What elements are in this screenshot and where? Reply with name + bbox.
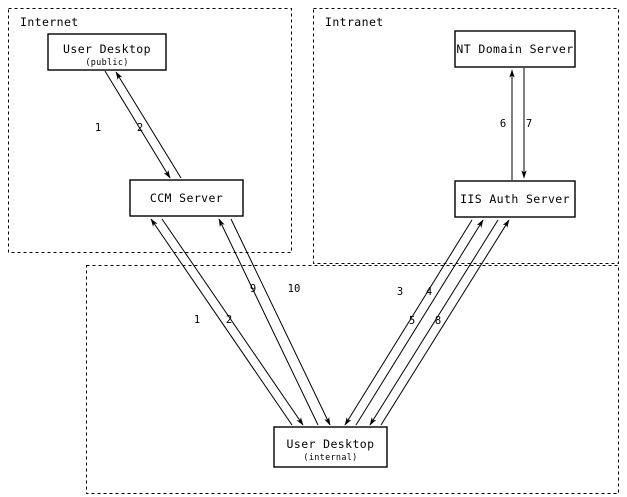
node-user-desktop-public-sublabel: (public) — [85, 58, 128, 68]
node-iis-auth-server-label: IIS Auth Server — [460, 192, 570, 206]
edge-label-9: 9 — [250, 283, 256, 295]
edge-10-ccm-to-internal — [230, 218, 331, 426]
node-user-desktop-public-label: User Desktop — [63, 42, 151, 56]
node-user-desktop-internal-box[interactable] — [273, 426, 388, 468]
node-user-desktop-internal-sublabel: (internal) — [303, 453, 357, 463]
edge-8-iis-to-internal — [380, 219, 510, 426]
zone-internet-boundary — [8, 8, 292, 253]
node-nt-domain-server-box[interactable] — [454, 30, 576, 68]
edge-1-public-to-ccm — [104, 70, 171, 179]
node-user-desktop-public[interactable]: User Desktop (public) — [47, 33, 167, 71]
node-nt-domain-server[interactable]: NT Domain Server — [454, 30, 576, 68]
zone-intranet-boundary — [313, 8, 619, 264]
edge-label-4: 4 — [426, 286, 432, 298]
edge-1b-internal-to-ccm — [150, 218, 293, 426]
edge-label-8: 8 — [435, 315, 441, 327]
edge-label-5: 5 — [409, 315, 415, 327]
edge-9-internal-to-ccm — [218, 218, 319, 426]
zone-internet-group: Internet — [8, 8, 292, 253]
edge-2b-ccm-to-internal — [161, 218, 304, 426]
edge-label-2: 2 — [137, 122, 143, 134]
node-user-desktop-public-box[interactable] — [47, 33, 167, 71]
edge-label-10: 10 — [288, 283, 301, 295]
edge-5-internal-to-iis — [369, 219, 499, 426]
edge-4-iis-to-internal — [355, 219, 484, 426]
node-ccm-server-label: CCM Server — [150, 191, 223, 205]
zone-bottom-group — [86, 265, 619, 494]
edge-label-6: 6 — [500, 118, 506, 130]
node-user-desktop-internal[interactable]: User Desktop (internal) — [273, 426, 388, 468]
edge-3-internal-to-iis — [344, 219, 473, 426]
node-iis-auth-server-box[interactable] — [454, 180, 576, 218]
edge-label-3: 3 — [397, 286, 403, 298]
edge-2-ccm-to-public — [115, 71, 182, 179]
zone-intranet-label: Intranet — [325, 15, 384, 29]
zone-bottom-boundary — [86, 265, 619, 494]
edge-label-1: 1 — [95, 122, 101, 134]
edge-label-1b: 1 — [194, 314, 200, 326]
node-ccm-server-box[interactable] — [129, 179, 244, 217]
node-ccm-server[interactable]: CCM Server — [129, 179, 244, 217]
node-iis-auth-server[interactable]: IIS Auth Server — [454, 180, 576, 218]
edge-label-2b: 2 — [226, 314, 232, 326]
zone-intranet-group: Intranet — [313, 8, 619, 264]
edge-label-7: 7 — [526, 118, 532, 130]
node-nt-domain-server-label: NT Domain Server — [456, 42, 573, 56]
node-user-desktop-internal-label: User Desktop — [287, 437, 375, 451]
zone-internet-label: Internet — [20, 15, 79, 29]
